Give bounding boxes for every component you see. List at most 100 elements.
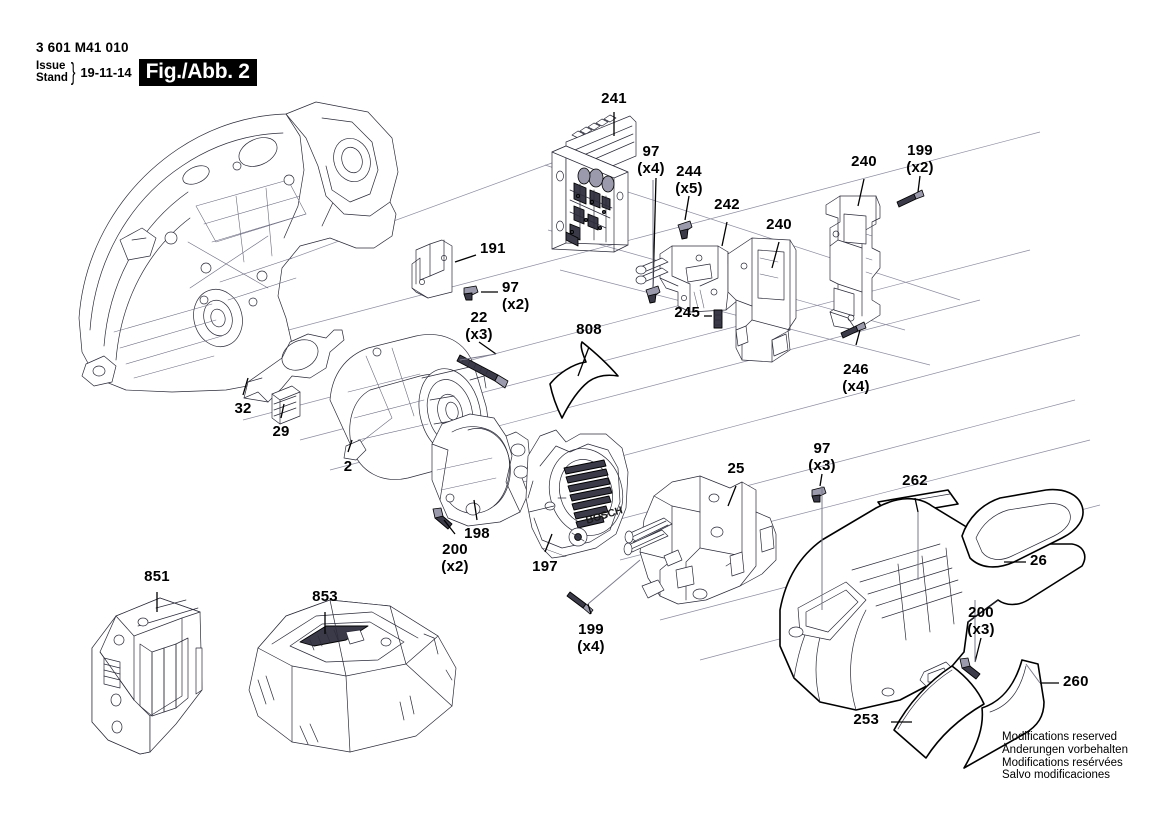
part-851-battery-pack	[91, 597, 203, 755]
modifications-reserved-note: Modifications reserved Änderungen vorbeh…	[1002, 731, 1128, 782]
part-quantity-text: (x3)	[967, 621, 995, 638]
figure-badge: Fig./Abb. 2	[138, 59, 257, 86]
main-housing-body	[78, 101, 399, 393]
note-line-fr: Modifications resérvées	[1002, 756, 1123, 769]
part-number-text: 200	[968, 604, 994, 621]
screw-244-x5	[677, 220, 693, 240]
stand-label: Stand	[36, 71, 68, 84]
screw-22-x3	[456, 354, 509, 389]
part-number-text: 260	[1063, 673, 1089, 690]
part-callout-199b: 199(x4)	[541, 622, 641, 656]
part-number-text: 32	[234, 400, 252, 417]
part-callout-240b: 240	[814, 154, 914, 170]
part-853-charger	[248, 599, 457, 753]
part-number-text: 191	[480, 240, 506, 257]
part-number-text: 198	[464, 525, 490, 542]
issue-label: Issue	[36, 60, 66, 72]
part-number-text: 199	[907, 142, 933, 159]
part-quantity-text: (x4)	[842, 378, 870, 395]
part-callout-200a: 200(x2)	[405, 541, 505, 576]
sheet-header: 3 601 M41 010 Issue Stand } 19-11-14 Fig…	[36, 40, 257, 86]
part-number-text: 253	[853, 711, 879, 728]
part-callout-26: 26	[1030, 553, 1047, 569]
part-number: 3 601 M41 010	[36, 40, 129, 55]
part-callout-22: 22(x3)	[429, 309, 529, 344]
part-callout-97b: 97(x2)	[502, 280, 530, 314]
part-callout-200b: 200(x3)	[931, 604, 1031, 639]
part-number-text: 241	[601, 90, 627, 107]
part-quantity-text: (x4)	[637, 160, 665, 177]
screw-97-x3	[811, 486, 827, 503]
part-808-sheet	[549, 341, 619, 419]
part-callout-262: 262	[865, 473, 965, 489]
part-quantity-text: (x3)	[808, 457, 836, 474]
part-callout-853: 853	[275, 589, 375, 605]
part-number-text: 26	[1030, 552, 1048, 569]
part-callout-25: 25	[686, 461, 786, 477]
part-260-strip	[963, 659, 1045, 769]
part-number-text: 240	[851, 153, 877, 170]
part-callout-241: 241	[564, 91, 664, 107]
leader-lines-secondary	[459, 180, 1041, 684]
part-number-text: 242	[714, 196, 740, 213]
part-number-text: 200	[442, 541, 468, 558]
part-quantity-text: (x2)	[502, 296, 530, 313]
part-quantity-text: (x3)	[465, 326, 493, 343]
part-callout-242: 242	[677, 197, 777, 213]
part-callout-197: 197	[495, 559, 595, 575]
screw-97-x4	[645, 285, 661, 304]
part-number-text: 25	[727, 460, 745, 477]
part-quantity-text: (x2)	[906, 159, 934, 176]
part-number-text: 240	[766, 216, 792, 233]
part-callout-2: 2	[298, 459, 398, 475]
part-callout-808: 808	[539, 322, 639, 338]
part-number-text: 853	[312, 588, 338, 605]
screw-200-x3	[959, 657, 981, 680]
part-number-text: 197	[532, 558, 558, 575]
part-callout-851: 851	[107, 569, 207, 585]
part-callout-97a: 97(x4)	[601, 144, 701, 178]
part-number-text: 245	[674, 304, 700, 321]
part-callout-244: 244(x5)	[639, 163, 739, 198]
screw-246-x4	[840, 321, 867, 339]
part-241-pcb	[551, 114, 637, 253]
part-callout-240a: 240	[729, 217, 829, 233]
part-242-bracket	[635, 245, 739, 313]
part-callout-97c: 97(x3)	[772, 440, 872, 475]
part-32-yoke	[243, 329, 345, 403]
issue-date: 19-11-14	[80, 65, 132, 80]
part-25-handle-housing	[623, 475, 777, 605]
part-240-terminal-block	[727, 237, 797, 363]
part-number-text: 244	[676, 163, 702, 180]
part-callout-253: 253	[779, 712, 879, 728]
part-quantity-text: (x5)	[675, 180, 703, 197]
part-197-cover: BOSCH	[525, 429, 629, 559]
part-191-bracket	[411, 239, 453, 299]
part-number-text: 262	[902, 472, 928, 489]
part-number-text: 97	[813, 440, 831, 457]
part-number-text: 2	[343, 458, 353, 475]
part-quantity-text: (x2)	[441, 558, 469, 575]
part-number-text: 246	[843, 361, 869, 378]
part-callout-245: 245	[600, 305, 700, 321]
note-line-en: Modifications reserved	[1002, 731, 1118, 743]
screw-97-x2	[463, 285, 479, 301]
part-number-text: 851	[144, 568, 170, 585]
screw-199-x2	[896, 189, 925, 208]
part-number-text: 29	[272, 423, 290, 440]
part-198-shroud	[431, 413, 531, 527]
part-quantity-text: (x4)	[577, 638, 605, 655]
part-29-block	[271, 385, 301, 425]
part-number-text: 22	[470, 309, 488, 326]
part-callout-246: 246(x4)	[806, 361, 906, 396]
part-callout-32: 32	[193, 401, 293, 417]
part-number-text: 808	[576, 321, 602, 338]
note-line-de: Änderungen vorbehalten	[1002, 743, 1128, 756]
note-line-es: Salvo modificaciones	[1002, 769, 1111, 782]
part-callout-191: 191	[480, 241, 506, 257]
screw-199-x4	[566, 591, 594, 615]
part-callout-29: 29	[231, 424, 331, 440]
issue-stand-labels: Issue Stand	[36, 60, 68, 84]
